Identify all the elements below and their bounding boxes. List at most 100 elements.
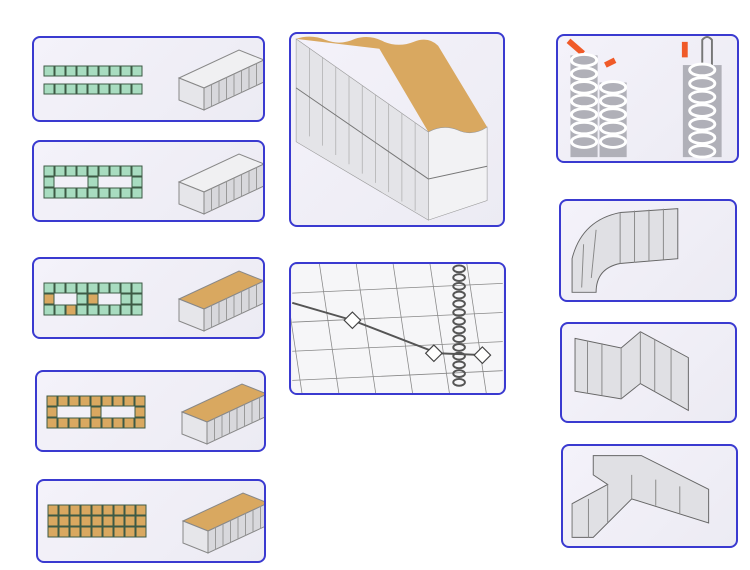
grid-cell [109, 165, 121, 177]
ring-diagram [43, 153, 263, 215]
grid-cell [98, 165, 110, 177]
grid-cell [54, 187, 66, 199]
grid-cell [120, 65, 132, 77]
grid-cell [79, 395, 91, 407]
grid-cell [76, 304, 88, 316]
grid-cell [54, 282, 66, 294]
grid-cell [131, 282, 143, 294]
grid-cell [47, 504, 59, 516]
grid-cell [101, 395, 113, 407]
grid-cell [57, 395, 69, 407]
grid-cell [101, 417, 113, 429]
grid-cell [46, 395, 58, 407]
coil-loop [599, 80, 628, 95]
grid-cell [76, 282, 88, 294]
coil-loop [452, 377, 466, 387]
grid-cell [47, 515, 59, 527]
grid-cell [102, 515, 114, 527]
coil-loop [599, 134, 628, 149]
curved-wall-panel [559, 199, 737, 302]
grid-cell [65, 83, 77, 95]
grid-cell [87, 65, 99, 77]
isometric-block [177, 270, 263, 332]
grid-cell [113, 526, 125, 538]
grid-cell [109, 187, 121, 199]
grid-cell [76, 65, 88, 77]
coil-loop [688, 116, 717, 132]
grid-cell [120, 83, 132, 95]
grid-cell [91, 515, 103, 527]
grid-cell [76, 165, 88, 177]
isometric-block [180, 383, 264, 445]
grid-cell [120, 165, 132, 177]
grid-cell [76, 293, 88, 305]
grid-cell [102, 526, 114, 538]
grid-cell [131, 165, 143, 177]
grid-cell [134, 406, 146, 418]
grid-cell [98, 65, 110, 77]
grid-cell [98, 282, 110, 294]
filled-wall-illustration [295, 36, 488, 221]
grid-cell [123, 417, 135, 429]
coil-loop [452, 369, 466, 378]
grid-cell [58, 504, 70, 516]
grid-cell [43, 83, 55, 95]
grid-cell [69, 526, 81, 538]
grid-cell [87, 187, 99, 199]
coil-loop [688, 144, 717, 159]
grid-cell [54, 304, 66, 316]
grid-cell [65, 65, 77, 77]
grid-cell [91, 504, 103, 516]
coil-loop [452, 273, 466, 282]
grid-cell [87, 176, 99, 188]
grid-cell [43, 165, 55, 177]
grid-cell [58, 526, 70, 538]
mesh-connection-illustration [291, 264, 503, 393]
layout-panel-ring [32, 140, 265, 222]
grid-cell [46, 417, 58, 429]
ring-partial-fill-diagram [43, 270, 263, 332]
arrow-icon [604, 57, 617, 68]
coil-loop [452, 316, 466, 326]
coil-loop [569, 66, 599, 82]
coil-loop [688, 76, 717, 91]
grid-cell [131, 187, 143, 199]
isometric-block [181, 492, 264, 554]
grid-cell [131, 304, 143, 316]
grid-cell [54, 65, 66, 77]
grid-cell [43, 282, 55, 294]
grid-cell [109, 83, 121, 95]
wall-closeup-panel [289, 32, 505, 227]
grid-cell [80, 526, 92, 538]
coil-joining-panel [556, 34, 739, 163]
grid-cell [123, 395, 135, 407]
grid-cell [87, 165, 99, 177]
grid-cell [87, 282, 99, 294]
grid-cell [135, 504, 147, 516]
grid-cell [76, 83, 88, 95]
grid-cell [69, 504, 81, 516]
grid-cell [76, 187, 88, 199]
t-junction-wall-panel [561, 444, 738, 548]
grid-cell [54, 165, 66, 177]
double-row-diagram [43, 49, 263, 111]
coil-loop [688, 89, 717, 105]
coil-loop [452, 308, 466, 317]
coil-loop [452, 325, 466, 335]
grid-cell [112, 417, 124, 429]
grid-cell [87, 304, 99, 316]
coil-loop [452, 343, 466, 352]
grid-cell [54, 83, 66, 95]
grid-cell [109, 65, 121, 77]
grid-cell [131, 293, 143, 305]
grid-cell [80, 504, 92, 516]
grid-cell [131, 83, 143, 95]
coil-loop [688, 62, 717, 78]
coil-loop [569, 80, 599, 95]
grid-cell [124, 526, 136, 538]
grid-cell [124, 504, 136, 516]
coil-loop [569, 120, 599, 136]
coil-loop [569, 93, 599, 109]
grid-cell [113, 504, 125, 516]
grid-cell [43, 304, 55, 316]
